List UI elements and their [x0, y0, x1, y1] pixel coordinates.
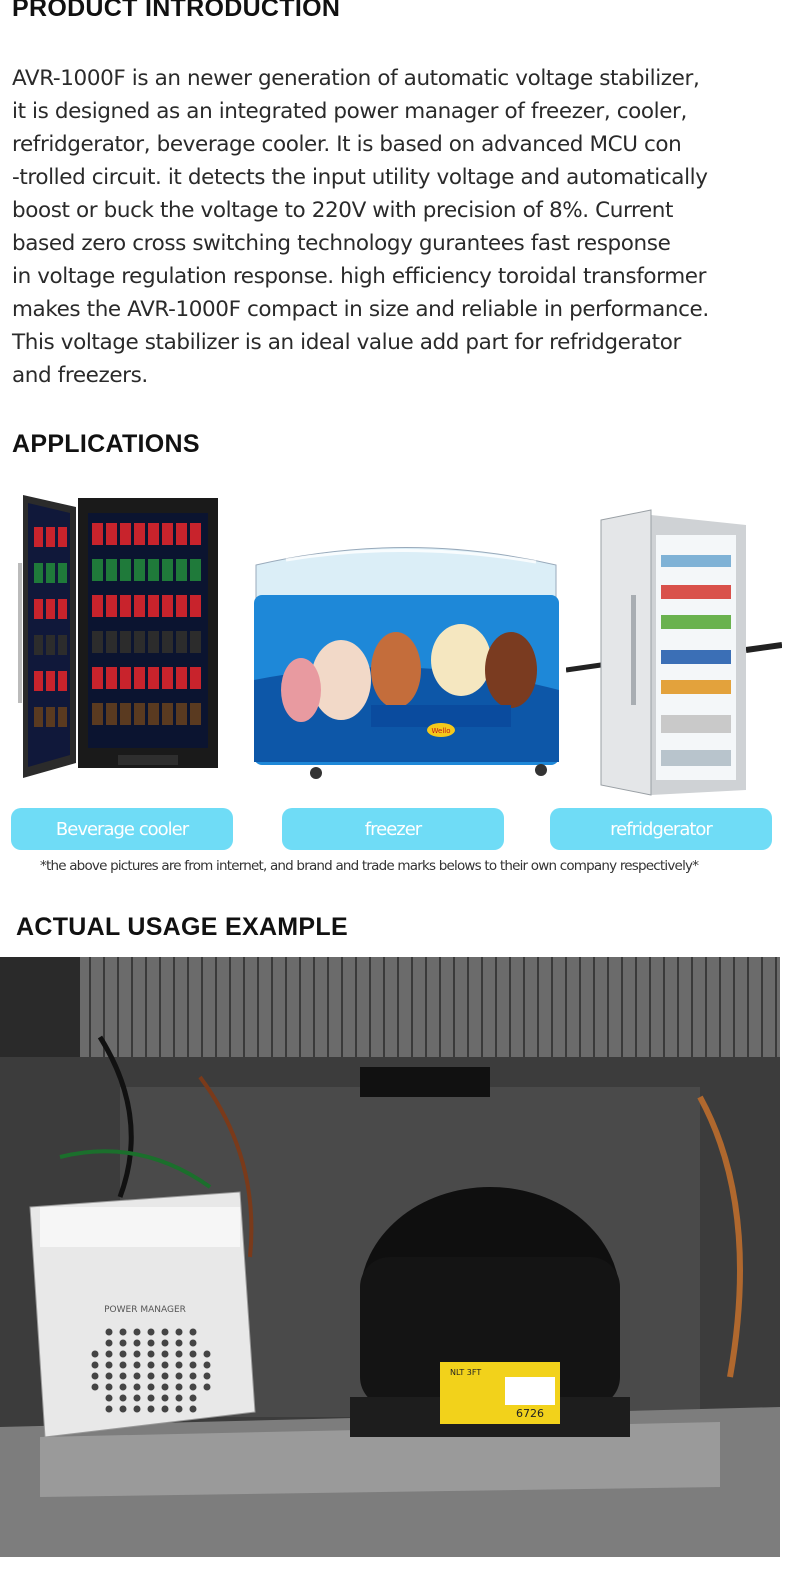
intro-line: makes the AVR-1000F compact in size and … — [12, 297, 709, 322]
chest-freezer-image: Wello — [246, 540, 566, 785]
compressor-code: 6726 — [516, 1407, 544, 1420]
section-title-product-introduction: PRODUCT INTRODUCTION — [12, 0, 341, 22]
intro-line: -trolled circuit. it detects the input u… — [12, 165, 708, 190]
refrigerator-image — [566, 505, 782, 800]
actual-usage-photo: POWER MANAGER NLT 3FT 6726 — [0, 957, 780, 1557]
intro-line: and freezers. — [12, 363, 148, 388]
intro-line: in voltage regulation response. high eff… — [12, 264, 707, 289]
intro-line: based zero cross switching technology gu… — [12, 231, 671, 256]
section-title-applications: APPLICATIONS — [12, 430, 200, 458]
application-label-refridgerator[interactable]: refridgerator — [550, 808, 772, 850]
application-label-beverage-cooler[interactable]: Beverage cooler — [11, 808, 233, 850]
compressor-tag: NLT 3FT — [450, 1368, 481, 1377]
intro-line: refridgerator, beverage cooler. It is ba… — [12, 132, 682, 157]
section-title-actual-usage-example: ACTUAL USAGE EXAMPLE — [16, 913, 348, 941]
beverage-cooler-image — [18, 493, 223, 778]
application-label-freezer[interactable]: freezer — [282, 808, 504, 850]
intro-line: it is designed as an integrated power ma… — [12, 99, 687, 124]
image-disclaimer: *the above pictures are from internet, a… — [40, 858, 699, 874]
intro-line: AVR-1000F is an newer generation of auto… — [12, 66, 700, 91]
product-introduction-text: AVR-1000F is an newer generation of auto… — [12, 62, 784, 392]
intro-line: This voltage stabilizer is an ideal valu… — [12, 330, 681, 355]
power-manager-label: POWER MANAGER — [104, 1305, 186, 1315]
intro-line: boost or buck the voltage to 220V with p… — [12, 198, 674, 223]
freezer-badge-text: Wello — [432, 727, 451, 735]
